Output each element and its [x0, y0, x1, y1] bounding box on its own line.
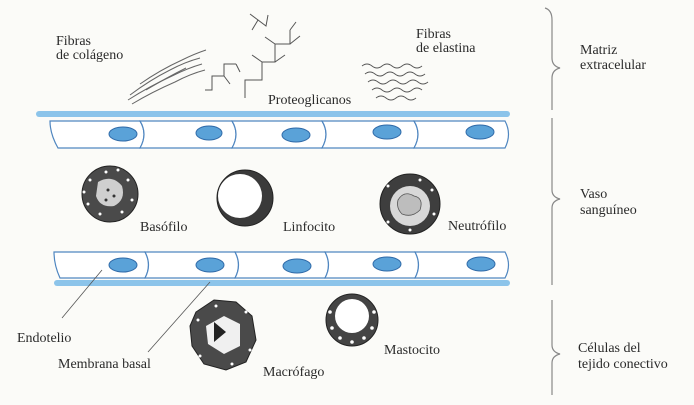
endothelial-cell [325, 252, 419, 278]
proteoglycans-label: Proteoglicanos [268, 92, 351, 109]
cells-brace [552, 300, 560, 395]
lower-basement-membrane [54, 280, 510, 286]
neutrophil-label: Neutrófilo [448, 218, 506, 235]
basement-membrane-label: Membrana basal [58, 356, 151, 373]
nucleus [109, 258, 137, 272]
macrophage-label: Macrófago [263, 364, 324, 381]
nucleus [373, 257, 401, 271]
section-cells-line2: tejido conectivo [578, 356, 668, 373]
nucleus [373, 125, 401, 139]
endothelial-cell [414, 121, 509, 148]
macrophage-cell [190, 300, 256, 370]
endothelial-cell [322, 121, 418, 148]
elastin-fibers [362, 64, 428, 100]
collagen-label-line2: de colágeno [56, 47, 123, 64]
neutrophil-cell [380, 174, 440, 234]
matrix-brace [545, 8, 560, 110]
endothelium-label: Endotelio [17, 330, 71, 347]
mast-cell [326, 294, 378, 346]
nucleus [196, 258, 224, 272]
collagen-fibers [128, 50, 206, 104]
section-cells-line1: Células del [578, 340, 641, 357]
upper-basement-membrane [36, 111, 510, 117]
section-matrix-line2: extracelular [580, 57, 646, 74]
mast-cell-label: Mastocito [384, 342, 440, 359]
upper-vessel-wall [36, 111, 510, 148]
nucleus [466, 125, 494, 139]
nucleus [109, 127, 137, 141]
section-vessel-line1: Vaso [580, 186, 607, 203]
basophil-cell [82, 166, 138, 222]
basophil-label: Basófilo [140, 219, 187, 236]
nucleus [283, 259, 311, 273]
lymphocyte-cell [217, 170, 273, 226]
nucleus [282, 128, 310, 142]
section-vessel-line2: sanguíneo [580, 202, 637, 219]
lower-vessel-wall [54, 252, 510, 286]
vessel-brace [552, 118, 560, 285]
elastin-label-line2: de elastina [416, 40, 475, 57]
endothelial-cell [232, 121, 326, 148]
nucleus [467, 257, 495, 271]
endothelial-cell [235, 252, 329, 278]
nucleus [196, 126, 222, 140]
lymphocyte-label: Linfocito [283, 219, 335, 236]
section-brace-lines [545, 8, 560, 395]
proteoglycans [205, 14, 300, 98]
